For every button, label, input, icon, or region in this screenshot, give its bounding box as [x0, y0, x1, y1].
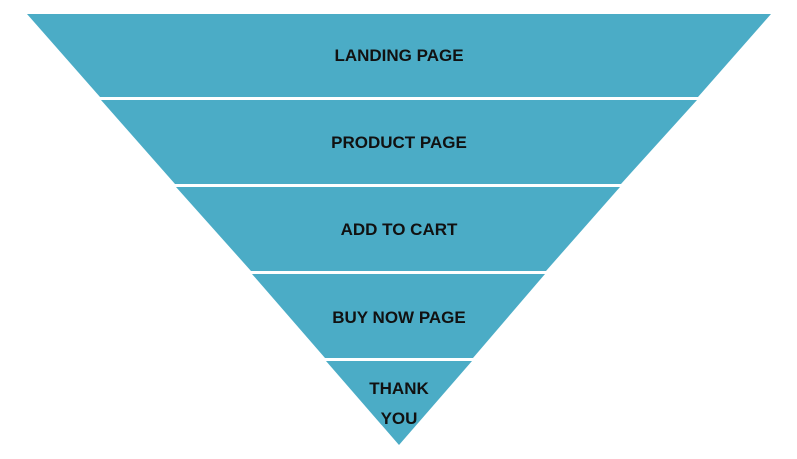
funnel-stage-landing-page: LANDING PAGE — [27, 14, 771, 97]
funnel-stage-add-to-cart: ADD TO CART — [176, 187, 620, 271]
funnel-label-thank-you-line-1: THANK — [369, 379, 429, 398]
funnel-label-thank-you-line-2: YOU — [381, 409, 418, 428]
funnel-label-add-to-cart: ADD TO CART — [341, 220, 458, 239]
funnel-stage-thank-you: THANK YOU — [326, 361, 472, 445]
funnel-stage-product-page: PRODUCT PAGE — [101, 100, 697, 184]
funnel-label-buy-now-page: BUY NOW PAGE — [332, 308, 466, 327]
funnel-segment-buy-now-page — [252, 274, 545, 358]
funnel-segment-thank-you — [326, 361, 472, 445]
funnel-segment-landing-page — [27, 14, 771, 97]
funnel-segment-add-to-cart — [176, 187, 620, 271]
funnel-stage-buy-now-page: BUY NOW PAGE — [252, 274, 545, 358]
funnel-label-landing-page: LANDING PAGE — [334, 46, 463, 65]
funnel-segment-product-page — [101, 100, 697, 184]
funnel-label-product-page: PRODUCT PAGE — [331, 133, 467, 152]
